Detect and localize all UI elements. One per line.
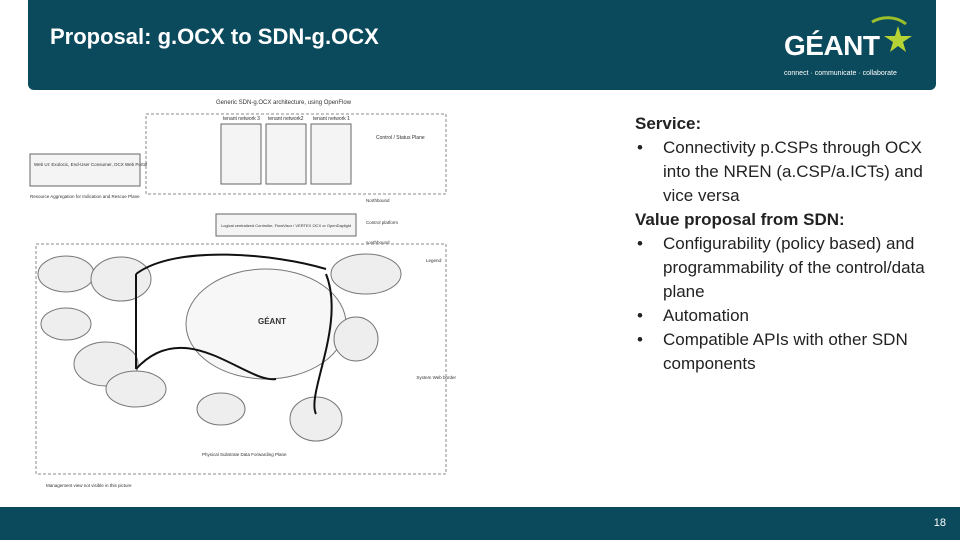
southbound-label: southbound xyxy=(366,240,390,245)
legend-system: System Web border xyxy=(416,375,456,380)
control-plane-box xyxy=(145,113,447,195)
bullet-text: Connectivity p.CSPs through OCX into the… xyxy=(663,138,923,205)
physical-label: Physical Substrate Data Forwarding Plane xyxy=(202,452,287,457)
cloud-nren-w xyxy=(90,256,152,302)
star-icon xyxy=(871,16,912,52)
cloud-acsp xyxy=(105,370,167,408)
control-platform-label: Control platform xyxy=(366,220,398,225)
geant-logo: GÉANT connect · communicate · collaborat… xyxy=(784,8,919,80)
bullet-dot-icon: • xyxy=(637,306,643,325)
web-ui-box xyxy=(29,153,141,187)
header-bar: Proposal: g.OCX to SDN-g.OCX GÉANT conne… xyxy=(28,0,936,90)
bullet-text: Automation xyxy=(663,306,749,325)
link-path xyxy=(135,253,327,275)
geant-node-label: GÉANT xyxy=(258,317,286,326)
slide-title: Proposal: g.OCX to SDN-g.OCX xyxy=(50,24,379,49)
link-path xyxy=(313,273,333,415)
bullet-dot-icon: • xyxy=(637,138,643,157)
tenant-label-1: tenant network 1 xyxy=(313,116,350,122)
bullet-text: Compatible APIs with other SDN component… xyxy=(663,330,908,373)
bullet-item: • Automation xyxy=(635,304,925,328)
section-heading-value: Value proposal from SDN: xyxy=(635,210,845,229)
northbound-label: Northbound xyxy=(366,198,390,203)
architecture-diagram: Generic SDN-g.OCX architecture, using Op… xyxy=(29,100,456,488)
link-path xyxy=(135,346,277,381)
tenant-box-3 xyxy=(220,123,262,185)
tenant-label-2: tenant network2 xyxy=(268,116,304,122)
footer-bar: 18 xyxy=(0,507,960,540)
bullet-text: Configurability (policy based) and progr… xyxy=(663,234,925,301)
logo-tagline: connect · communicate · collaborate xyxy=(784,70,897,77)
cloud-pcsp2 xyxy=(40,307,92,341)
cloud-pcsp xyxy=(196,392,246,426)
bullet-item: • Compatible APIs with other SDN componen… xyxy=(635,328,925,376)
cloud-nren-s xyxy=(289,396,343,442)
content-column: Service: • Connectivity p.CSPs through OC… xyxy=(635,112,925,376)
cloud-aict xyxy=(37,255,95,293)
physical-plane-box xyxy=(35,243,447,475)
bullet-item: • Configurability (policy based) and prog… xyxy=(635,232,925,304)
bullet-dot-icon: • xyxy=(637,330,643,349)
web-ui-text: Web UI: Exolocic, End-User Consumer, OCX… xyxy=(34,162,147,167)
tenant-box-1 xyxy=(310,123,352,185)
bullet-dot-icon: • xyxy=(637,234,643,253)
section-heading-service: Service: xyxy=(635,114,702,133)
cloud-pcsps xyxy=(333,316,379,362)
controller-box xyxy=(215,213,357,237)
diagram-title: Generic SDN-g.OCX architecture, using Op… xyxy=(216,100,352,106)
legend-title: Legend: xyxy=(426,258,442,263)
resource-agg-text: Resource Aggregation for Indication and … xyxy=(30,194,140,199)
logo-wordmark: GÉANT xyxy=(784,30,880,61)
cloud-nren-e xyxy=(330,253,402,295)
footnote: Management view not visible in this pict… xyxy=(46,483,132,488)
page-number: 18 xyxy=(933,517,946,529)
controller-text: Logical centralized Controller, FlowViso… xyxy=(221,223,352,228)
control-plane-label: Control / Status Plane xyxy=(376,135,425,141)
bullet-item: • Connectivity p.CSPs through OCX into th… xyxy=(635,136,925,208)
tenant-label-3: tenant network 3 xyxy=(223,116,260,122)
tenant-box-2 xyxy=(265,123,307,185)
